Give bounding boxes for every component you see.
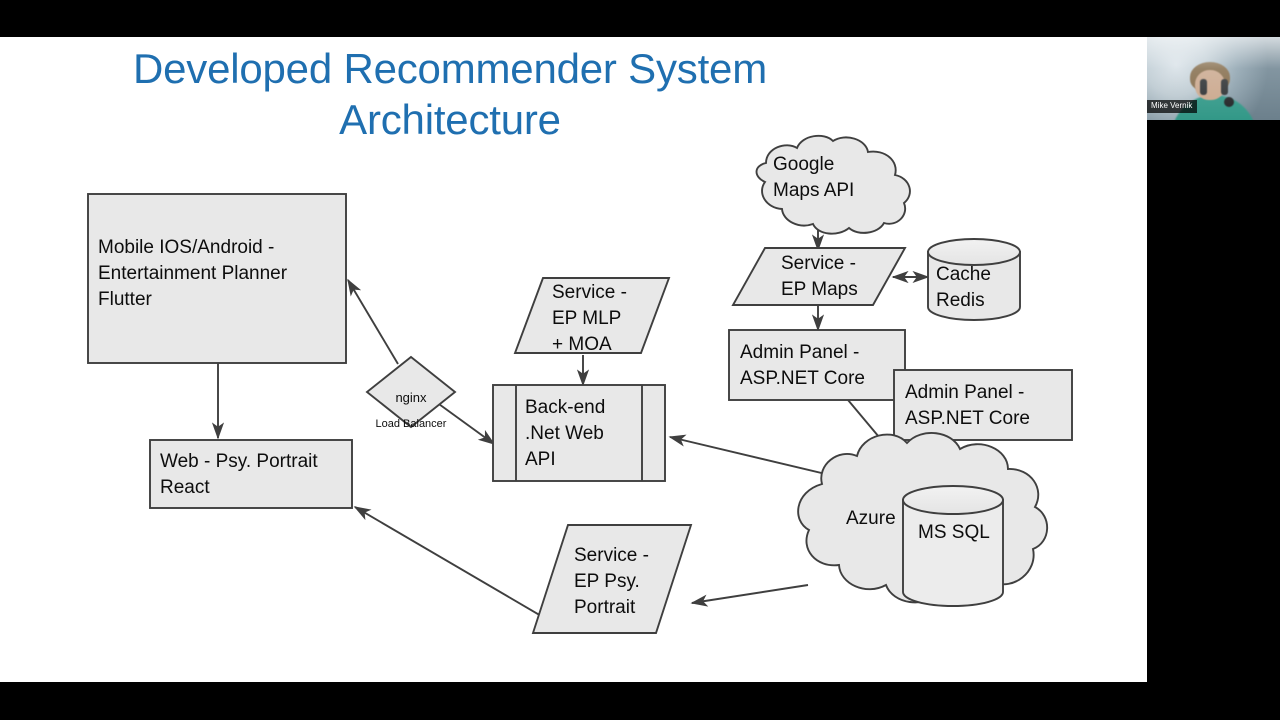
arrow-azure-to-psy <box>690 584 809 607</box>
node-google-maps-api[interactable] <box>755 134 911 235</box>
arrow-psy-to-web <box>353 506 561 628</box>
webcam-video-tile[interactable]: Mike Vernik <box>1147 37 1280 120</box>
node-web-react[interactable] <box>149 439 353 509</box>
node-service-ep-maps[interactable] <box>731 247 907 306</box>
node-service-ep-mlp[interactable] <box>513 277 671 354</box>
page-title: Developed Recommender System Architectur… <box>132 45 768 143</box>
node-cache-redis[interactable] <box>927 238 1021 321</box>
arrow-nginx-to-backend <box>431 398 496 445</box>
architecture-diagram <box>87 134 1073 634</box>
participant-name-label: Mike Vernik <box>1147 100 1198 113</box>
node-mobile-app[interactable] <box>87 193 347 364</box>
node-ms-sql[interactable] <box>902 485 1004 607</box>
node-admin-panel-back[interactable] <box>728 329 906 401</box>
node-service-ep-psy[interactable] <box>531 524 693 634</box>
arrow-nginx-to-mobile <box>347 278 399 365</box>
node-nginx-load-balancer[interactable] <box>365 355 457 429</box>
presentation-slide: Developed Recommender System Architectur… <box>0 37 1147 682</box>
node-backend-api[interactable] <box>492 384 666 482</box>
node-admin-panel-front[interactable] <box>893 369 1073 441</box>
